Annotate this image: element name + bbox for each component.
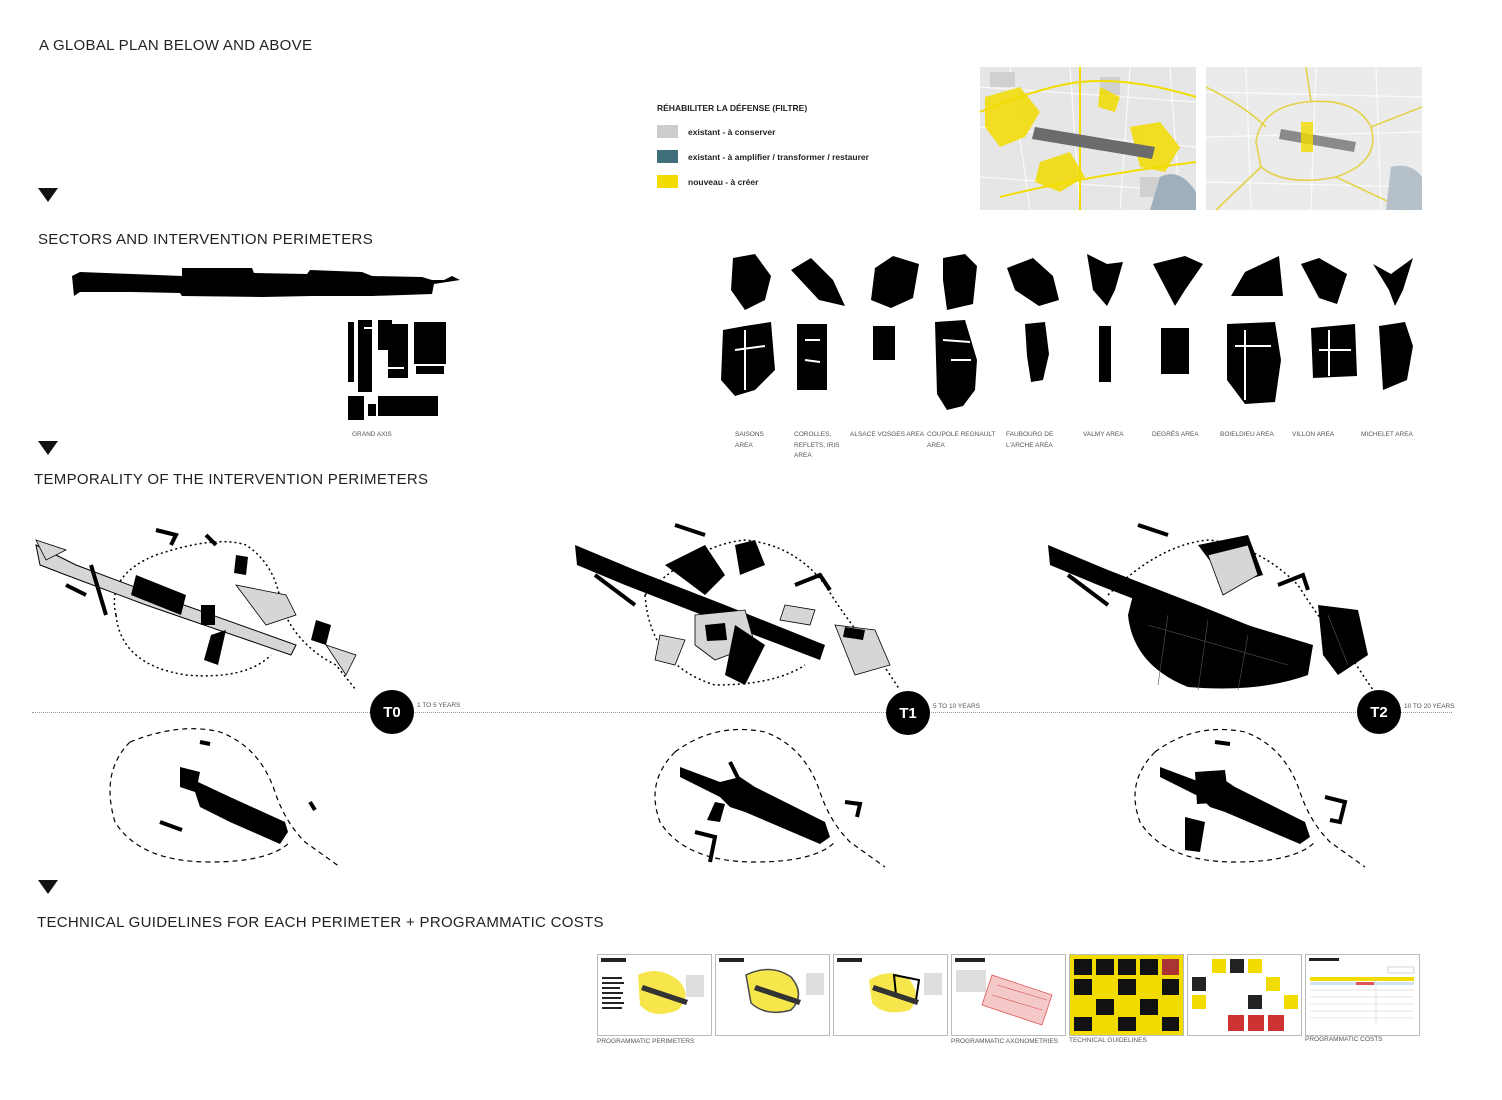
thumbnail-costs (1305, 954, 1420, 1036)
down-arrow-icon (38, 441, 58, 455)
down-arrow-icon (38, 880, 58, 894)
section-title-sectors: SECTORS AND INTERVENTION PERIMETERS (38, 231, 373, 248)
area-shape (791, 258, 845, 306)
area-label: VALMY AREA (1083, 431, 1124, 438)
area-shape (943, 254, 977, 310)
temporality-map-t2 (1048, 523, 1374, 691)
legend-label: existant - à amplifier / transformer / r… (688, 151, 869, 162)
area-label: VILLON AREA (1292, 431, 1335, 438)
legend-title: RÉHABILITER LA DÉFENSE (FILTRE) (657, 103, 808, 113)
timeline-range: 10 TO 20 YEARS (1404, 703, 1455, 710)
timeline-marker-t2: T2 (1357, 690, 1401, 734)
thumbnail-perimeters-1 (597, 954, 712, 1036)
temporality-map-t1 (575, 523, 901, 691)
grand-axis-silhouette (72, 268, 460, 297)
area-label: ALSACE VOSGES AREA (850, 431, 925, 438)
area-shape (871, 256, 919, 308)
area-label: COUPOLE REGNAULT AREA (927, 431, 996, 449)
legend-swatch-yellow (657, 175, 678, 188)
site-map-aerial (979, 66, 1197, 211)
thumbnail-guidelines-1 (1069, 954, 1184, 1036)
legend-swatch-teal (657, 150, 678, 163)
timeline-marker-t1: T1 (886, 691, 930, 735)
section-title-temporality: TEMPORALITY OF THE INTERVENTION PERIMETE… (34, 471, 429, 488)
area-label: FAUBOURG DE L'ARCHE AREA (1006, 431, 1054, 449)
timeline-axis (32, 712, 1452, 713)
thumbnail-label: PROGRAMMATIC AXONOMETRIES (951, 1038, 1059, 1045)
thumbnail-guidelines-2 (1187, 954, 1302, 1036)
area-shape (1301, 258, 1347, 304)
legend-label: existant - à conserver (688, 126, 776, 137)
legend-item: existant - à amplifier / transformer / r… (657, 150, 869, 163)
legend-item: existant - à conserver (657, 125, 775, 138)
area-shape (1087, 254, 1123, 306)
area-shape (1231, 256, 1283, 296)
section-title-global-plan: A GLOBAL PLAN BELOW AND ABOVE (39, 37, 313, 54)
grand-axis-plan (348, 320, 446, 420)
thumbnail-perimeters-2 (715, 954, 830, 1036)
area-label: DEGRÉS AREA (1152, 431, 1199, 438)
section-title-guidelines: TECHNICAL GUIDELINES FOR EACH PERIMETER … (37, 914, 604, 931)
timeline-range: 5 TO 10 YEARS (933, 703, 980, 710)
area-label: MICHELET AREA (1361, 431, 1413, 438)
area-label: BOIELDIEU AREA (1220, 431, 1274, 438)
area-shape (1153, 256, 1203, 306)
thumbnail-axonometries (951, 954, 1066, 1036)
thumbnail-label: TECHNICAL GUIDELINES (1069, 1037, 1147, 1044)
area-shape (1007, 258, 1059, 306)
legend-swatch-grey (657, 125, 678, 138)
area-silhouettes (721, 254, 1413, 410)
area-shape (731, 254, 771, 310)
timeline-range: 1 TO 5 YEARS (417, 702, 461, 709)
area-label: SAISONS AREA (735, 431, 764, 449)
thumbnail-perimeters-3 (833, 954, 948, 1036)
underground-map-t0 (109, 728, 341, 868)
timeline-marker-t0: T0 (370, 690, 414, 734)
thumbnail-label: PROGRAMMATIC COSTS (1305, 1036, 1383, 1043)
temporality-map-t0 (35, 528, 357, 691)
underground-map-t1 (654, 729, 886, 868)
area-label: COROLLES, REFLETS, IRIS AREA (794, 431, 840, 459)
underground-map-t2 (1134, 729, 1366, 868)
legend-item: nouveau - à créer (657, 175, 758, 188)
down-arrow-icon (38, 188, 58, 202)
area-shape (1373, 258, 1413, 306)
grand-axis-label: GRAND AXIS (352, 431, 392, 438)
thumbnail-label: PROGRAMMATIC PERIMETERS (597, 1038, 695, 1045)
site-map-network (1205, 66, 1423, 211)
legend-label: nouveau - à créer (688, 176, 759, 187)
